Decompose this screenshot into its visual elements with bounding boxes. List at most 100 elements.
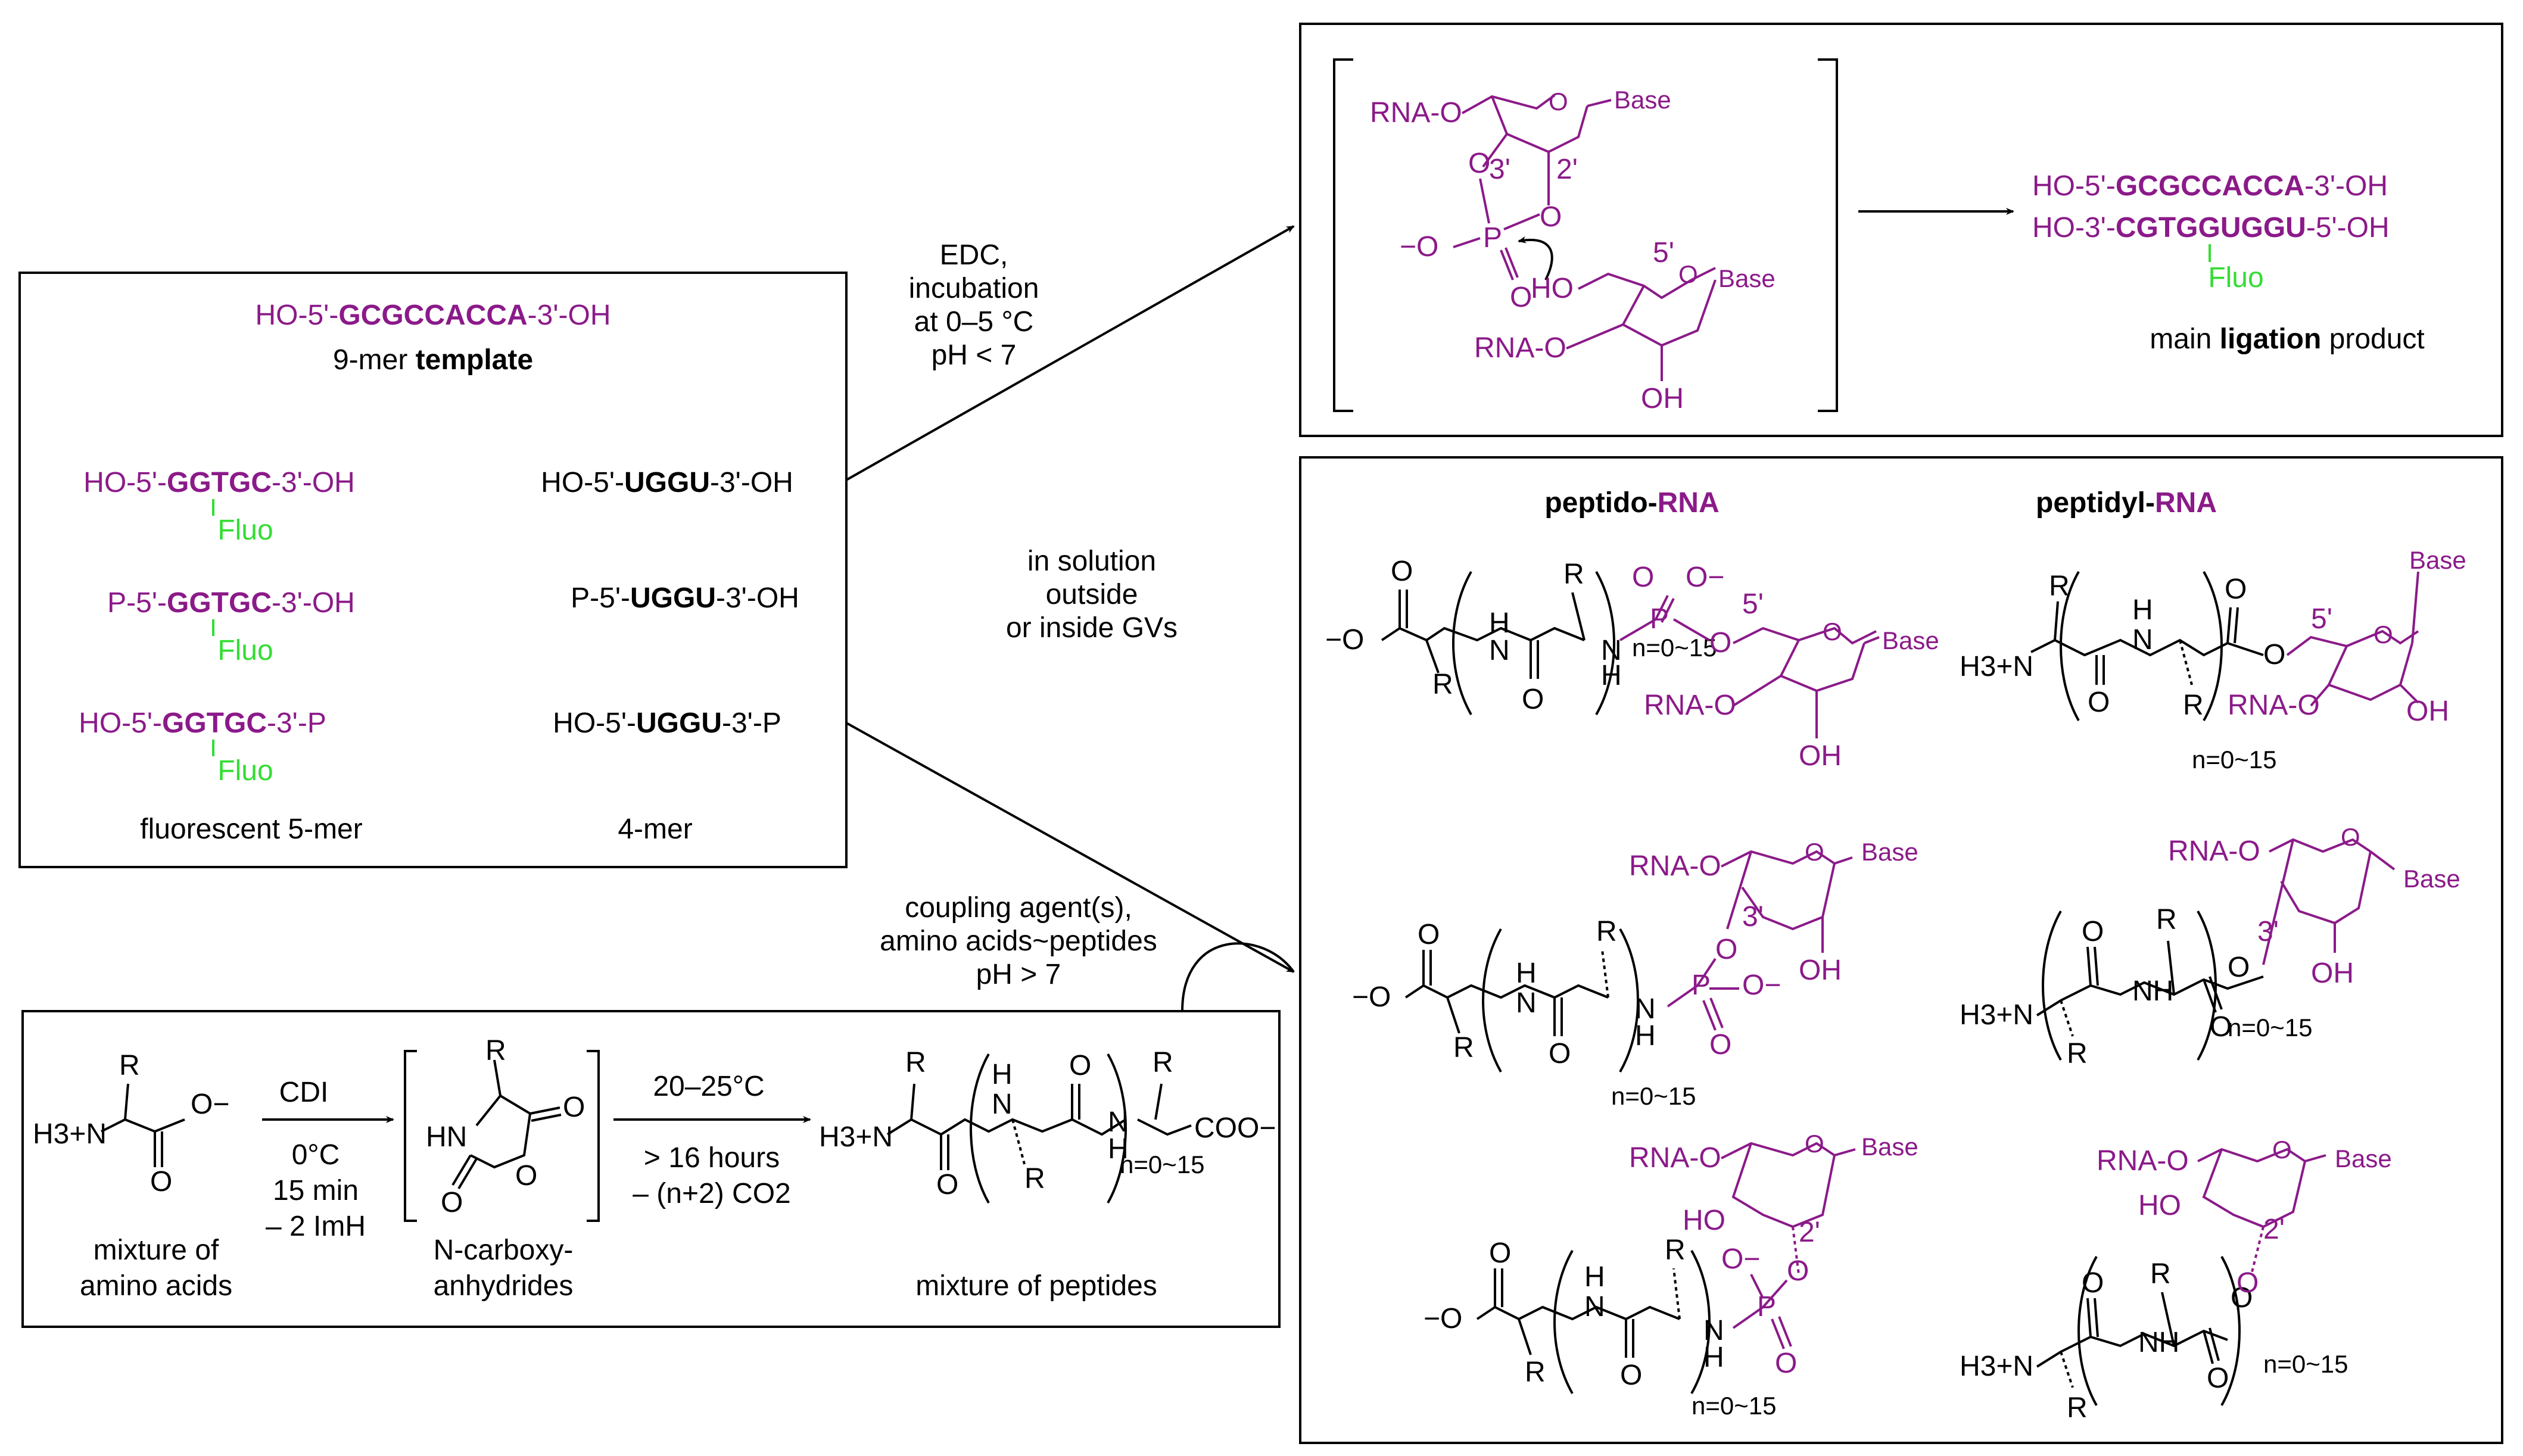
svg-text:pH > 7: pH > 7 [976,959,1061,990]
svg-text:O: O [1549,88,1568,116]
svg-text:RNA-O: RNA-O [2097,1145,2189,1177]
svg-text:O: O [1805,838,1824,866]
fluo-label: Fluo [217,755,273,787]
svg-text:Base: Base [2335,1145,2392,1173]
svg-text:RNA-O: RNA-O [1629,1142,1721,1174]
svg-text:HO-5'-GGTGC-3'-OH: HO-5'-GGTGC-3'-OH [83,467,355,498]
svg-text:– 2 ImH: – 2 ImH [266,1211,366,1242]
svg-text:H: H [1703,1342,1724,1373]
svg-text:main ligation product: main ligation product [2150,323,2424,355]
svg-text:O: O [1715,934,1737,965]
svg-text:R: R [1563,559,1584,590]
peptide-structure: H3+N R O H N R O n=0~15 N H R COO− mixtu… [819,1047,1276,1302]
peptido-rna-3prime: −O O R H N O R N H n=0~15 P O− O O RNA-O… [1352,838,1918,1110]
svg-text:Base: Base [1718,264,1776,292]
svg-text:coupling agent(s),: coupling agent(s), [905,892,1132,924]
svg-text:N: N [1601,635,1622,666]
svg-text:O: O [1549,1038,1571,1070]
svg-text:O: O [2263,639,2285,671]
svg-text:O: O [2225,573,2247,605]
svg-text:RNA-O: RNA-O [2168,835,2260,867]
four-mers: HO-5'-UGGU-3'-OH P-5'-UGGU-3'-OH HO-5'-U… [541,467,799,739]
svg-text:OH: OH [1641,383,1684,414]
svg-text:outside: outside [1046,579,1138,610]
svg-text:O: O [2088,687,2110,718]
svg-text:OH: OH [2406,696,2449,727]
svg-text:O: O [515,1160,537,1192]
svg-text:H: H [1489,607,1510,639]
svg-text:or inside GVs: or inside GVs [1006,612,1178,644]
svg-text:HO-5'-GCGCCACCA-3'-OH: HO-5'-GCGCCACCA-3'-OH [2032,170,2388,202]
svg-text:N-carboxy-: N-carboxy- [434,1234,574,1266]
solution-conditions: in solution outside or inside GVs [1006,545,1178,644]
svg-text:O: O [1620,1360,1642,1391]
svg-text:R: R [1665,1234,1686,1266]
template-box [18,272,848,868]
cyclic-phosphate-intermediate: RNA-O O Base O 3' 2' O −O P O 5' HO O Ba… [1370,86,1776,414]
svg-text:N: N [1516,987,1537,1019]
peptidyl-rna-2prime: H3+N R O NH R n=0~15 O O RNA-O O Base HO… [1960,1136,2392,1424]
svg-text:O: O [2210,1011,2232,1043]
svg-text:O: O [441,1187,463,1218]
svg-text:15 min: 15 min [273,1175,359,1206]
svg-text:HO: HO [2138,1190,2181,1221]
five-mer-caption: fluorescent 5-mer [140,813,362,845]
svg-text:O: O [1468,148,1490,179]
svg-text:R: R [2049,570,2070,602]
ligation-arrow [846,225,1295,481]
peptidyl-rna-header: peptidyl-RNA [2036,487,2217,519]
svg-text:H: H [1601,660,1622,691]
svg-text:H: H [1108,1133,1129,1165]
svg-text:H3+N: H3+N [1960,999,2033,1031]
svg-text:3': 3' [1742,901,1764,933]
svg-text:O: O [936,1169,958,1201]
svg-text:– (n+2) CO2: – (n+2) CO2 [633,1178,790,1209]
peptide-rna-box [1299,456,2503,1444]
svg-text:n=0~15: n=0~15 [2228,1014,2313,1042]
svg-text:O: O [1069,1050,1091,1081]
svg-text:H: H [1516,958,1537,989]
template-caption: 9-mer template [333,344,533,376]
svg-text:R: R [1525,1357,1546,1388]
svg-text:−O: −O [1424,1303,1462,1335]
svg-text:P-5'-UGGU-3'-OH: P-5'-UGGU-3'-OH [571,582,799,614]
svg-text:H: H [1635,1020,1656,1052]
nca-structure: R HN O O O N-carboxy- anhydrides [404,1035,600,1302]
svg-text:O: O [2082,916,2104,947]
svg-text:O: O [2228,952,2250,983]
svg-text:anhydrides: anhydrides [434,1270,574,1302]
svg-text:R: R [1024,1163,1045,1195]
svg-text:N: N [1584,1291,1605,1323]
svg-text:pH < 7: pH < 7 [932,339,1017,371]
four-mer-caption: 4-mer [618,813,692,845]
svg-text:5': 5' [2311,603,2332,635]
svg-text:N: N [1635,993,1656,1025]
polymerization-temp: 20–25°C [653,1071,764,1102]
svg-text:5': 5' [1742,588,1764,620]
svg-text:3': 3' [1489,154,1510,185]
svg-text:RNA-O: RNA-O [1644,690,1736,721]
svg-text:O−: O− [1742,969,1781,1001]
svg-text:H: H [992,1059,1013,1090]
svg-text:R: R [2150,1258,2171,1290]
svg-text:HO: HO [1683,1205,1725,1236]
svg-text:R: R [2067,1392,2088,1424]
svg-text:P: P [1757,1291,1776,1323]
svg-text:n=0~15: n=0~15 [1120,1151,1205,1178]
five-mer-3: HO-5'-GGTGC-3'-P Fluo [79,707,326,787]
ligation-conditions: EDC, incubation at 0–5 °C pH < 7 [909,239,1039,371]
svg-text:n=0~15: n=0~15 [2192,746,2277,774]
svg-text:O: O [563,1092,585,1123]
svg-text:amino acids~peptides: amino acids~peptides [880,925,1157,957]
svg-text:Base: Base [2409,546,2466,574]
svg-text:OH: OH [1799,740,1842,772]
coupling-conditions: coupling agent(s), amino acids~peptides … [880,892,1157,990]
svg-text:H: H [1584,1261,1605,1293]
svg-text:R: R [1432,669,1453,700]
svg-text:R: R [2067,1038,2088,1070]
svg-text:R: R [905,1047,926,1078]
svg-text:R: R [1453,1032,1474,1064]
svg-text:O: O [1540,201,1562,233]
svg-text:O: O [2374,621,2393,649]
